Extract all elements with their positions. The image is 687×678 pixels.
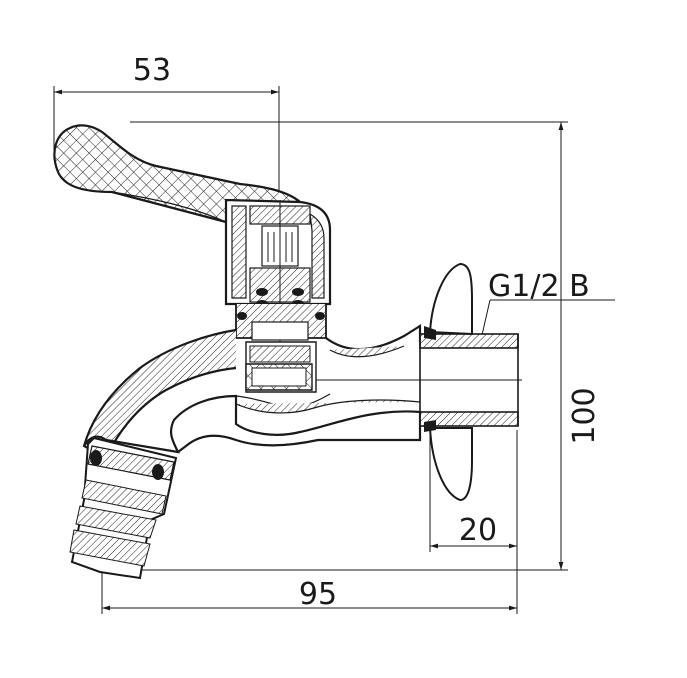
dimension-20: 20: [429, 430, 517, 552]
faucet-body-spout: [82, 324, 522, 460]
thread-callout: G1/2 B: [481, 269, 615, 336]
valve-body-gland: [235, 304, 327, 393]
wall-flange: [424, 262, 473, 502]
dimension-100-label: 100: [567, 387, 602, 444]
hose-connector: [69, 436, 178, 580]
dimension-53-label: 53: [133, 53, 171, 88]
thread-callout-label: G1/2 B: [488, 269, 590, 304]
lever-handle: [53, 124, 303, 224]
dimension-100: 100: [100, 121, 602, 571]
threaded-inlet: [419, 333, 519, 427]
dimension-20-label: 20: [459, 513, 497, 548]
dimension-95: 95: [101, 430, 518, 614]
dimension-53: 53: [53, 53, 280, 200]
valve-bonnet: [224, 198, 332, 360]
dimension-95-label: 95: [299, 577, 337, 612]
